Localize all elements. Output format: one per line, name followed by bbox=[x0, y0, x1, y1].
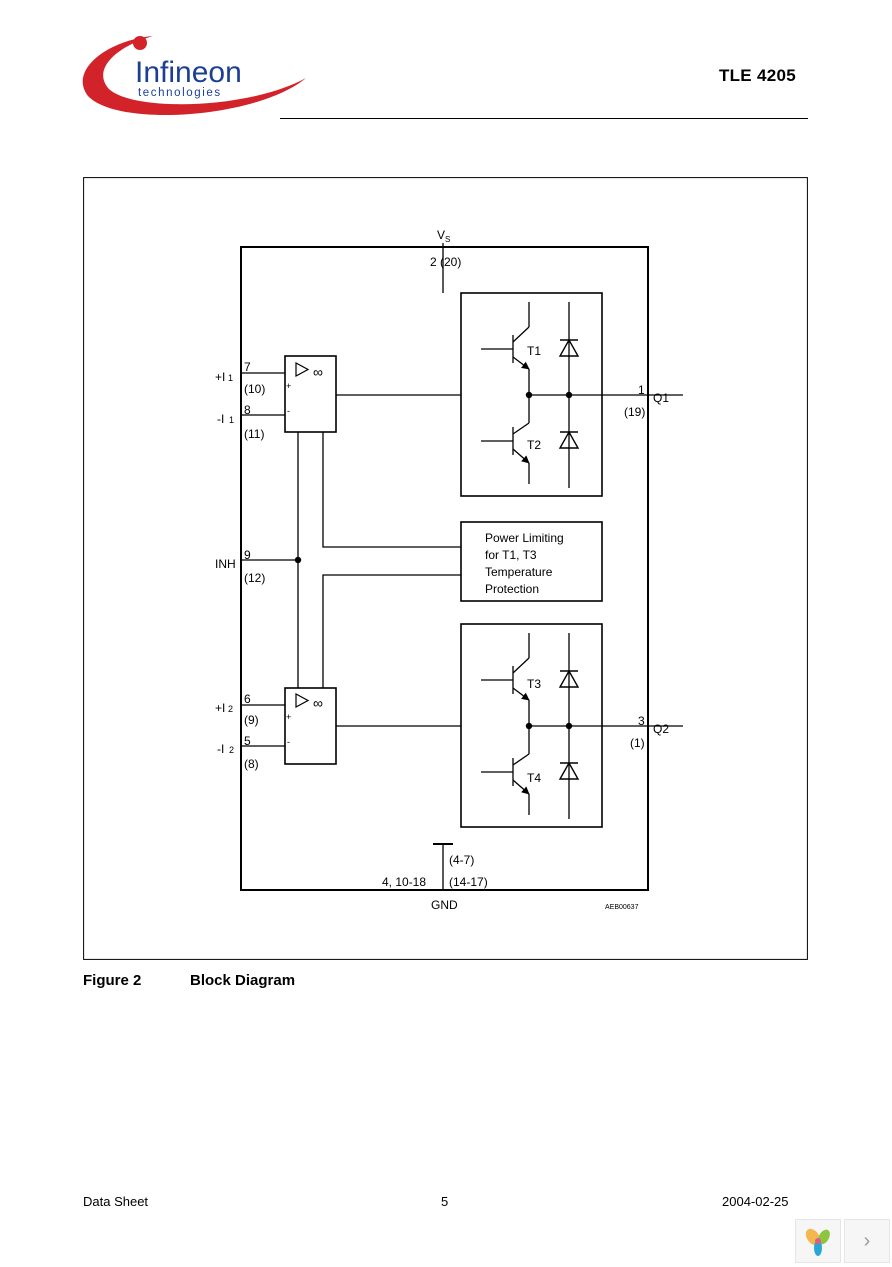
ic-outline bbox=[240, 246, 649, 891]
input-minus-i1-sub: 1 bbox=[229, 415, 234, 425]
protection-line-3: Temperature bbox=[485, 565, 553, 579]
logo-wordmark: Infineon bbox=[135, 56, 242, 89]
figure-caption: Figure 2 Block Diagram bbox=[83, 972, 295, 989]
amp1-plus: + bbox=[286, 381, 291, 391]
amplifier-1 bbox=[284, 355, 337, 433]
amplifier-1-symbol: ∞ bbox=[313, 364, 323, 380]
figure-title: Block Diagram bbox=[190, 972, 296, 989]
input-minus-i2-pin: 5 bbox=[244, 734, 251, 748]
logo-tagline: technologies bbox=[138, 87, 222, 99]
input-plus-i1-sub: 1 bbox=[228, 373, 233, 383]
block-diagram: V S 2 (20) ∞ ∞ + - + - +I 1 7 (10) -I 1 … bbox=[83, 177, 808, 960]
output-q2-label: Q2 bbox=[653, 722, 669, 736]
input-minus-i2-alt-pin: (8) bbox=[244, 757, 259, 771]
transistor-t1-label: T1 bbox=[527, 344, 541, 358]
amp2-plus: + bbox=[286, 712, 291, 722]
input-minus-i1-alt-pin: (11) bbox=[244, 427, 264, 441]
output-q2-pin: 3 bbox=[638, 714, 645, 728]
infineon-logo: Infineon technologies bbox=[82, 36, 306, 116]
ground-alt-pin-lower: (14-17) bbox=[449, 875, 488, 889]
ground-pins: 4, 10-18 bbox=[382, 875, 426, 889]
output-q1-label: Q1 bbox=[653, 391, 669, 405]
figure-frame bbox=[83, 177, 808, 960]
input-plus-i1-pin: 7 bbox=[244, 360, 251, 374]
footer-page-number: 5 bbox=[441, 1194, 449, 1209]
protection-line-1: Power Limiting bbox=[485, 531, 564, 545]
input-minus-i1-pin: 8 bbox=[244, 403, 251, 417]
transistor-t3-label: T3 bbox=[527, 677, 541, 691]
input-minus-i2-sub: 2 bbox=[229, 745, 234, 755]
protection-block bbox=[460, 521, 603, 602]
protection-line-2: for T1, T3 bbox=[485, 548, 537, 562]
input-plus-i1-alt-pin: (10) bbox=[244, 382, 265, 396]
amp2-minus: - bbox=[287, 737, 290, 747]
output-q1-alt-pin: (19) bbox=[624, 405, 645, 419]
next-page-button[interactable]: › bbox=[844, 1219, 890, 1263]
ground-label: GND bbox=[431, 898, 458, 912]
document-id: TLE 4205 bbox=[718, 66, 796, 85]
footer-date: 2004-02-25 bbox=[722, 1194, 789, 1209]
figure-number: Figure 2 bbox=[83, 972, 142, 989]
footer-doc-type: Data Sheet bbox=[83, 1194, 149, 1209]
transistor-t2-label: T2 bbox=[527, 438, 541, 452]
header-rule bbox=[280, 118, 808, 119]
protection-line-4: Protection bbox=[485, 582, 539, 596]
output-q2-alt-pin: (1) bbox=[630, 736, 645, 750]
input-minus-i1-label: -I bbox=[217, 412, 224, 426]
diagram-ref-code: AEB00637 bbox=[605, 904, 639, 911]
amplifier-2 bbox=[284, 687, 337, 765]
output-q1-pin: 1 bbox=[638, 383, 645, 397]
amplifier-2-symbol: ∞ bbox=[313, 695, 323, 711]
input-inh-label: INH bbox=[215, 557, 236, 571]
input-minus-i2-label: -I bbox=[217, 742, 224, 756]
viewer-logo-button[interactable] bbox=[795, 1219, 841, 1263]
transistor-t4-label: T4 bbox=[527, 771, 541, 785]
supply-label: V bbox=[437, 228, 445, 242]
input-plus-i2-label: +I bbox=[215, 701, 225, 715]
amp1-minus: - bbox=[287, 406, 290, 416]
viewer-widget: › bbox=[795, 1219, 892, 1263]
input-plus-i2-pin: 6 bbox=[244, 692, 251, 706]
supply-pin: 2 (20) bbox=[430, 255, 461, 269]
supply-label-sub: S bbox=[445, 235, 450, 244]
input-plus-i2-sub: 2 bbox=[228, 704, 233, 714]
flower-icon bbox=[805, 1228, 830, 1256]
input-inh-alt-pin: (12) bbox=[244, 571, 265, 585]
ground-alt-pin-upper: (4-7) bbox=[449, 853, 474, 867]
input-inh-pin: 9 bbox=[244, 548, 251, 562]
input-plus-i2-alt-pin: (9) bbox=[244, 713, 259, 727]
input-plus-i1-label: +I bbox=[215, 370, 225, 384]
